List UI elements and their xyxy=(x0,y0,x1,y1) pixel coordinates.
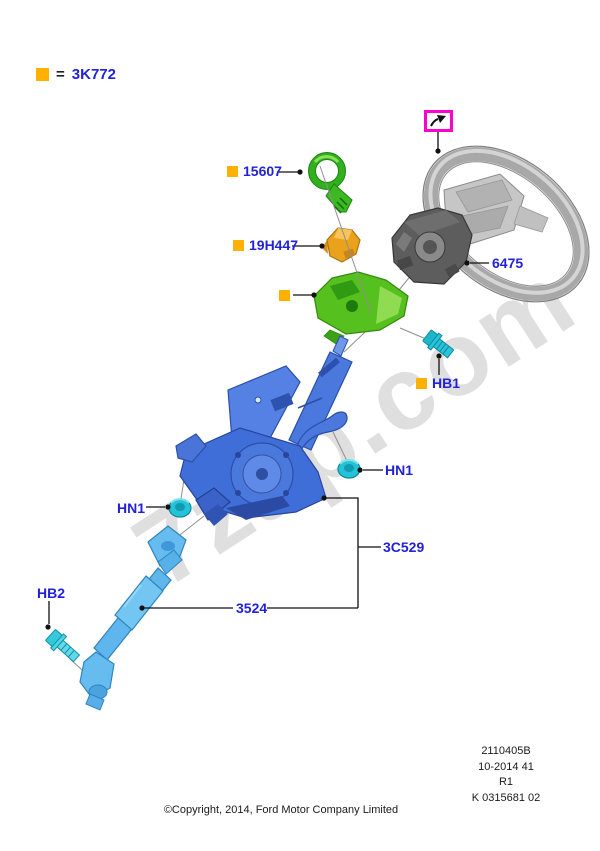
nut-hn1-left-illustration xyxy=(168,498,192,518)
stamp-date-code: 10-2014 41 xyxy=(478,760,534,773)
intermediate-shaft-illustration xyxy=(79,525,187,711)
callout-marker-square xyxy=(279,290,290,301)
stamp-plate-code: K 0315681 02 xyxy=(471,791,541,804)
ignition-switch-illustration xyxy=(322,227,361,263)
stamp-revision: R1 xyxy=(498,776,514,788)
legend-equals: = xyxy=(56,66,65,83)
callout-19H447[interactable]: 19H447 xyxy=(233,238,298,252)
immobilizer-ring-illustration xyxy=(308,152,353,214)
diagram-nav-box[interactable] xyxy=(424,110,453,132)
callout-marker-square xyxy=(233,239,244,251)
callout-3K772-marker xyxy=(279,290,290,301)
callout-label[interactable]: 15607 xyxy=(243,163,282,179)
leader-lines xyxy=(45,131,489,630)
legend-part-number[interactable]: 3K772 xyxy=(71,66,116,83)
callout-label[interactable]: 19H447 xyxy=(249,237,299,253)
callout-marker-square xyxy=(416,377,427,389)
copyright-line: ©Copyright, 2014, Ford Motor Company Lim… xyxy=(163,804,399,816)
callout-3524[interactable]: 3524 xyxy=(236,601,267,615)
callout-3C529[interactable]: 3C529 xyxy=(383,540,424,554)
bolt-hb2-illustration xyxy=(45,629,81,663)
callout-label[interactable]: HB1 xyxy=(432,375,461,391)
callout-6475[interactable]: 6475 xyxy=(492,256,523,270)
callout-HB1[interactable]: HB1 xyxy=(416,376,460,390)
nut-hn1-right-illustration xyxy=(337,459,361,479)
lock-housing-illustration xyxy=(313,271,409,345)
callout-HB2[interactable]: HB2 xyxy=(37,586,65,600)
bolt-hb1-illustration xyxy=(422,329,455,359)
diagram-nav-arrow-icon xyxy=(430,115,446,127)
callout-label[interactable]: HB2 xyxy=(37,585,66,601)
callout-label[interactable]: 3524 xyxy=(236,600,268,616)
callout-HN1-right[interactable]: HN1 xyxy=(385,463,413,477)
callout-15607[interactable]: 15607 xyxy=(227,164,282,178)
legend-marker-square xyxy=(36,68,49,81)
clockspring-illustration xyxy=(391,207,473,285)
axis-line-ring-to-housing xyxy=(319,165,372,314)
callout-label[interactable]: HN1 xyxy=(117,500,146,516)
callout-label[interactable]: HN1 xyxy=(385,462,414,478)
drawing-stamp: 2110405B 10-2014 41 R1 K 0315681 02 xyxy=(420,744,592,806)
stamp-doc-number: 2110405B xyxy=(481,745,531,757)
callout-label[interactable]: 3C529 xyxy=(383,539,425,555)
steering-column-illustration xyxy=(175,335,353,526)
callout-label[interactable]: 6475 xyxy=(492,255,524,271)
callout-HN1-left[interactable]: HN1 xyxy=(117,501,145,515)
legend: = 3K772 xyxy=(36,67,116,82)
callout-marker-square xyxy=(227,165,238,177)
